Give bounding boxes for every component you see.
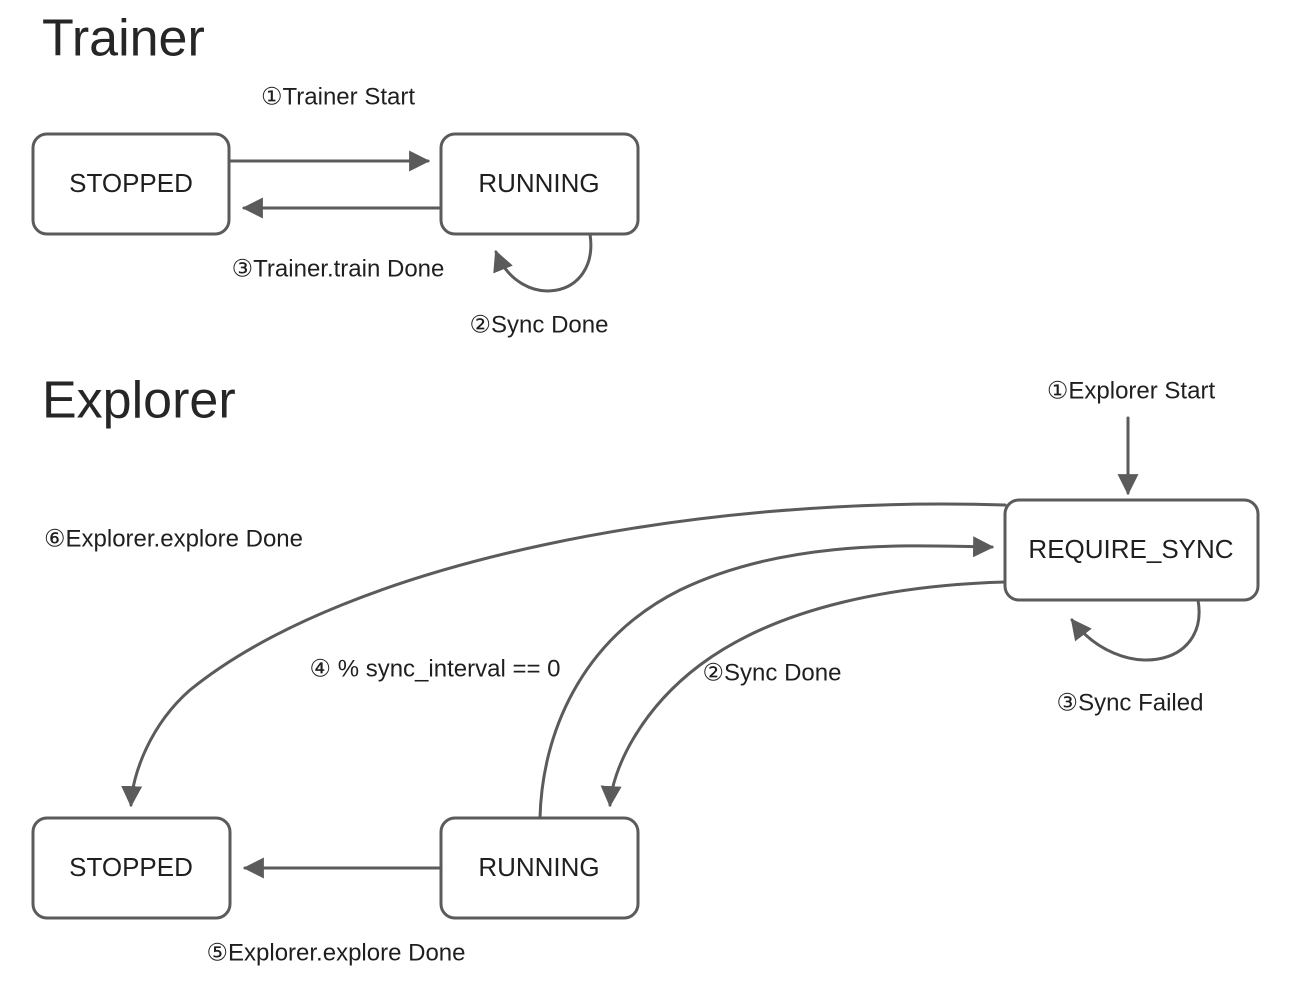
edge-label-trainer-sync-done: ②Sync Done (470, 311, 609, 338)
edge-explorer-sync-failed-selfloop (1070, 598, 1201, 662)
state-trainer-running-box[interactable] (439, 132, 640, 236)
state-trainer-running[interactable]: RUNNING (439, 132, 640, 236)
state-trainer-stopped-label: STOPPED (69, 168, 193, 198)
explorer-section-title: Explorer (42, 372, 236, 430)
edge-trainer-sync-done-selfloop (493, 232, 593, 293)
state-explorer-require-sync-label: REQUIRE_SYNC (1028, 534, 1233, 564)
edge-explorer-sync-done (600, 580, 1007, 808)
edge-label-trainer-start: ①Trainer Start (261, 83, 415, 110)
edge-label-explorer-start: ①Explorer Start (1047, 377, 1216, 404)
edge-label-explorer-sync-interval: ④ % sync_interval == 0 (310, 655, 561, 682)
state-explorer-running[interactable]: RUNNING (439, 816, 640, 920)
trainer-section: Trainer STOPPED RUNNING ①Trainer Start ③… (31, 10, 640, 338)
state-trainer-stopped[interactable]: STOPPED (31, 132, 231, 236)
state-explorer-stopped[interactable]: STOPPED (31, 816, 232, 920)
edge-label-explorer-sync-failed: ③Sync Failed (1057, 689, 1204, 716)
state-trainer-stopped-box[interactable] (31, 132, 231, 236)
state-explorer-stopped-box[interactable] (31, 816, 232, 920)
state-explorer-running-label: RUNNING (478, 852, 599, 882)
edge-label-explorer-explore-done-6: ⑥Explorer.explore Done (44, 525, 303, 552)
state-explorer-require-sync[interactable]: REQUIRE_SYNC (1003, 498, 1260, 602)
edge-explorer-explore-done-from-require-sync (121, 502, 1007, 808)
state-explorer-require-sync-box[interactable] (1003, 498, 1260, 602)
edge-label-trainer-train-done: ③Trainer.train Done (232, 255, 445, 282)
explorer-section: Explorer REQUIRE_SYNC STOPPED RUNNING ①E… (31, 372, 1260, 966)
state-explorer-stopped-label: STOPPED (69, 852, 193, 882)
edge-label-explorer-explore-done-5: ⑤Explorer.explore Done (207, 939, 466, 966)
edge-explorer-sync-interval (538, 536, 995, 820)
trainer-section-title: Trainer (42, 10, 205, 68)
edge-label-explorer-sync-done: ②Sync Done (703, 659, 842, 686)
state-trainer-running-label: RUNNING (478, 168, 599, 198)
